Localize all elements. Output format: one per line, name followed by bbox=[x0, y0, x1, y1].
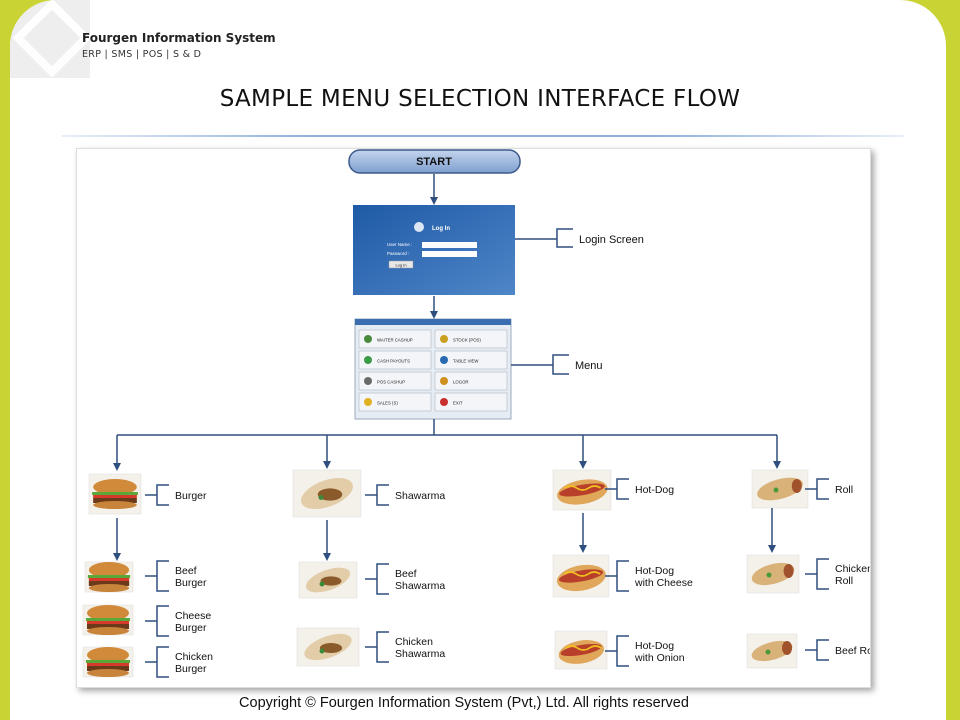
hotdog-photo bbox=[552, 469, 612, 511]
menu-button-icon bbox=[364, 398, 372, 406]
category-label-roll: Roll bbox=[835, 484, 853, 496]
hotdog-photo bbox=[552, 554, 610, 598]
shawarma-photo bbox=[298, 561, 358, 599]
menu-button-label: WAITER CASHUP bbox=[377, 338, 413, 343]
login-user-label: User Name : bbox=[387, 242, 412, 247]
company-tagline: ERP | SMS | POS | S & D bbox=[82, 49, 202, 60]
login-button: Log In bbox=[395, 263, 406, 268]
menu-button: EXIT bbox=[434, 392, 508, 412]
title-divider bbox=[62, 135, 904, 137]
menu-node: WAITER CASHUP STOCK (POS) CASH PAYOUTS TABL… bbox=[354, 318, 512, 420]
menu-button-label: LOGOR bbox=[453, 380, 469, 385]
burger-photo bbox=[82, 646, 134, 678]
menu-button: POS CASHUP bbox=[358, 371, 432, 391]
category-label-shawarma: Shawarma bbox=[395, 490, 445, 502]
burger-photo bbox=[84, 561, 134, 593]
roll-photo bbox=[746, 633, 798, 669]
menu-button-icon bbox=[364, 335, 372, 343]
menu-button: TABLE VIEW bbox=[434, 350, 508, 370]
flow-diagram-panel: START Log In User Name : Password : Log … bbox=[76, 148, 878, 688]
start-node: START bbox=[348, 149, 521, 174]
menu-button-icon bbox=[440, 398, 448, 406]
menu-button-icon bbox=[440, 356, 448, 364]
menu-button: SALES (S) bbox=[358, 392, 432, 412]
menu-button-icon bbox=[440, 377, 448, 385]
menu-button-icon bbox=[364, 356, 372, 364]
company-logo bbox=[10, 0, 92, 78]
menu-button-label: SALES (S) bbox=[377, 401, 398, 406]
shawarma-photo bbox=[296, 627, 360, 667]
menu-button: CASH PAYOUTS bbox=[358, 350, 432, 370]
menu-button-label: STOCK (POS) bbox=[453, 338, 481, 343]
copyright-footer: Copyright © Fourgen Information System (… bbox=[239, 695, 689, 711]
login-title: Log In bbox=[432, 226, 450, 232]
roll-photo bbox=[751, 469, 809, 509]
menu-button: LOGOR bbox=[434, 371, 508, 391]
burger-photo bbox=[82, 604, 134, 636]
roll-photo bbox=[746, 554, 800, 594]
menu-label: Menu bbox=[575, 360, 603, 372]
menu-button-label: TABLE VIEW bbox=[453, 359, 479, 364]
page-title: SAMPLE MENU SELECTION INTERFACE FLOW bbox=[219, 86, 741, 112]
category-label-burger: Burger bbox=[175, 490, 207, 502]
menu-button-label: CASH PAYOUTS bbox=[377, 359, 410, 364]
menu-button-label: EXIT bbox=[453, 401, 463, 406]
login-pass-label: Password : bbox=[387, 251, 409, 256]
menu-button: WAITER CASHUP bbox=[358, 329, 432, 349]
category-label-hot-dog: Hot-Dog bbox=[635, 484, 674, 496]
menu-button: STOCK (POS) bbox=[434, 329, 508, 349]
login-screen-node: Log In User Name : Password : Log In bbox=[353, 205, 515, 295]
hotdog-photo bbox=[554, 630, 608, 670]
burger-photo bbox=[88, 473, 142, 515]
menu-button-grid: WAITER CASHUP STOCK (POS) CASH PAYOUTS TABL… bbox=[358, 329, 508, 412]
login-screen-label: Login Screen bbox=[579, 234, 644, 246]
flow-diagram: START Log In User Name : Password : Log … bbox=[82, 149, 878, 678]
menu-button-icon bbox=[440, 335, 448, 343]
start-label: START bbox=[416, 156, 452, 168]
item-label-beef-roll: Beef Roll bbox=[835, 645, 870, 657]
company-name: Fourgen Information System bbox=[82, 31, 276, 45]
key-icon bbox=[414, 222, 424, 232]
menu-button-label: POS CASHUP bbox=[377, 380, 405, 385]
shawarma-photo bbox=[292, 469, 362, 518]
menu-button-icon bbox=[364, 377, 372, 385]
